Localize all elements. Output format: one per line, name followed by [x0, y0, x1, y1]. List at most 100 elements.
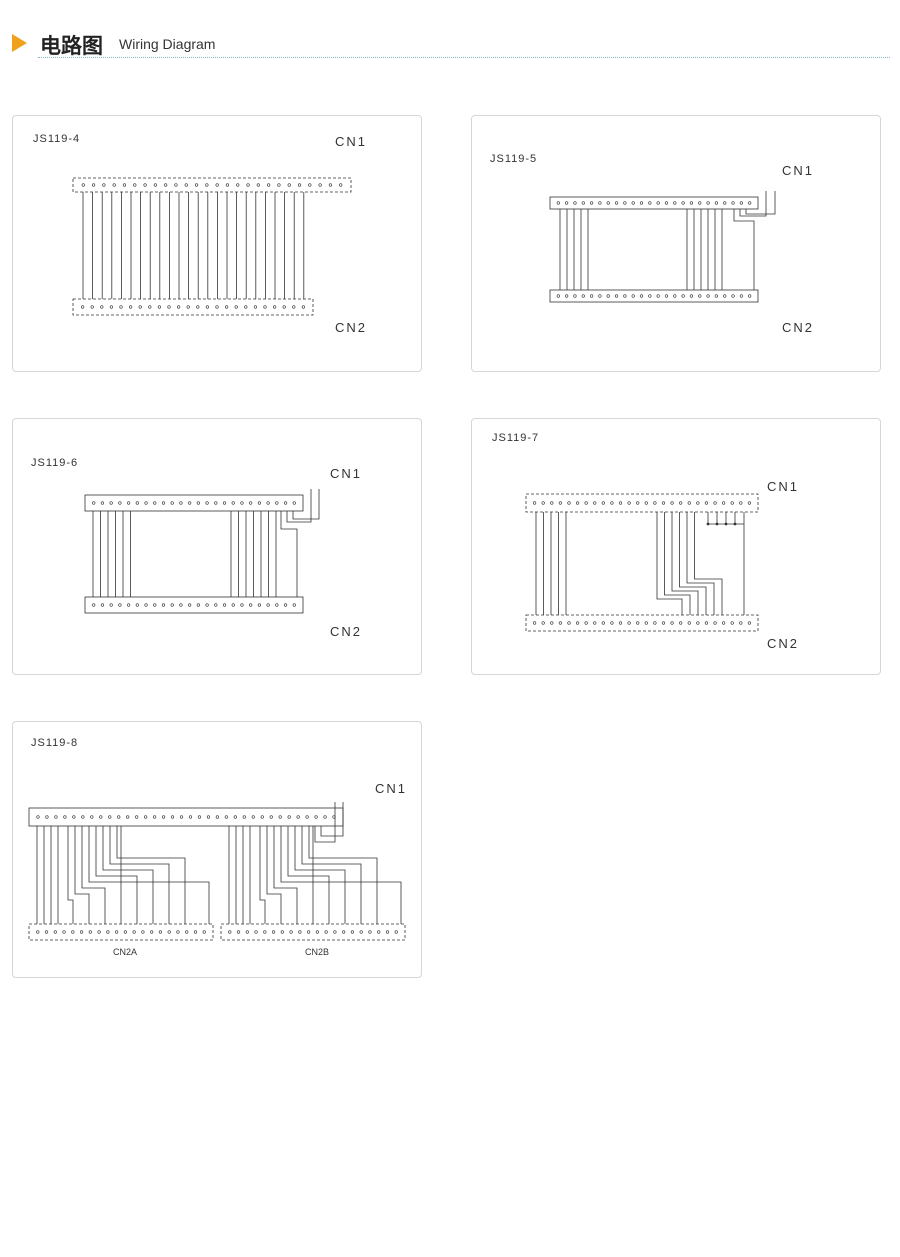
connector-pin — [318, 183, 322, 187]
cn2-label: CN2 — [767, 636, 800, 651]
connector-pin — [100, 501, 105, 505]
connector-pin — [205, 305, 209, 309]
connector-pin — [205, 501, 209, 505]
connector-body — [549, 289, 759, 303]
connector-pin — [118, 603, 122, 607]
connector-pin — [614, 201, 619, 205]
connector-pin — [275, 501, 279, 505]
connector-pin — [618, 501, 623, 505]
connector-pin — [231, 501, 235, 505]
connector-pin — [722, 621, 726, 625]
connector-pin — [575, 621, 580, 625]
connector-pin — [377, 930, 381, 934]
connector-pin — [106, 930, 110, 934]
connector-pin — [109, 501, 113, 505]
connector-pin — [305, 815, 309, 819]
connector-pin — [631, 294, 635, 298]
connector-pin — [214, 501, 218, 505]
connector-pin — [532, 501, 537, 505]
connector-pin — [670, 501, 674, 505]
connector-pin — [157, 305, 161, 309]
wiring-diagram-js119-7 — [525, 493, 759, 632]
connector-pin — [44, 930, 49, 934]
connector-pin — [739, 621, 743, 625]
connector-pin — [133, 183, 137, 187]
connector-pin — [202, 930, 206, 934]
connector-pin — [80, 305, 85, 309]
connector-pin — [656, 294, 660, 298]
connector-pin — [81, 183, 85, 187]
connector-pin — [593, 621, 597, 625]
wire — [109, 826, 170, 924]
connector-pin — [117, 815, 121, 819]
connector-pin — [92, 603, 96, 607]
connector-pin — [36, 815, 40, 819]
connector-pin — [339, 183, 343, 187]
connector-pin — [118, 501, 122, 505]
connector-pin — [153, 815, 157, 819]
wiring-diagram-js119-4 — [72, 177, 352, 316]
connector-pin — [266, 501, 270, 505]
connector-pin — [115, 930, 119, 934]
connector-pin — [108, 815, 112, 819]
connector-pin — [584, 621, 588, 625]
wire — [273, 826, 298, 924]
wire — [308, 826, 378, 924]
connector-pin — [681, 294, 685, 298]
connector-pin — [573, 294, 577, 298]
connector-body — [525, 614, 759, 632]
connector-pin — [196, 603, 200, 607]
connector-pin — [679, 501, 683, 505]
connector-pin — [102, 183, 106, 187]
connector-pin — [661, 621, 666, 625]
connector-pin — [138, 305, 142, 309]
connector-pin — [205, 183, 209, 187]
connector-pin — [636, 621, 640, 625]
connector-pin — [206, 815, 211, 819]
connector-pin — [271, 930, 276, 934]
connector-pin — [275, 603, 279, 607]
connector-pin — [143, 183, 147, 187]
connector-pin — [296, 815, 300, 819]
connector-pin — [179, 815, 184, 819]
connector-pin — [233, 815, 237, 819]
connector-pin — [231, 603, 235, 607]
connector-pin — [244, 305, 248, 309]
connector-pin — [236, 183, 240, 187]
connector-pin — [126, 815, 130, 819]
connector-pin — [385, 930, 390, 934]
connector-pin — [714, 201, 718, 205]
connector-pin — [631, 201, 635, 205]
wiring-diagram-js119-6 — [84, 489, 320, 614]
connector-pin — [664, 201, 669, 205]
wire — [120, 826, 210, 924]
connector-pin — [184, 183, 188, 187]
connector-pin — [242, 815, 246, 819]
connector-pin — [706, 201, 710, 205]
page-title-en: Wiring Diagram — [119, 36, 216, 52]
connector-pin — [249, 603, 253, 607]
connector-pin — [79, 930, 84, 934]
connector-pin — [196, 305, 200, 309]
connector-pin — [188, 603, 192, 607]
connector-pin — [601, 501, 605, 505]
connector-pin — [713, 621, 717, 625]
wire — [88, 826, 122, 924]
connector-pin — [92, 501, 96, 505]
cn1-label: CN1 — [782, 163, 815, 178]
connector-pin — [314, 815, 318, 819]
connector-pin — [161, 815, 166, 819]
connector-pin — [706, 294, 710, 298]
cn1-label: CN1 — [335, 134, 368, 149]
cn1-label: CN1 — [767, 479, 800, 494]
connector-pin — [170, 603, 174, 607]
cn2b-label: CN2B — [305, 947, 330, 957]
connector-pin — [598, 201, 602, 205]
connector-pin — [240, 603, 244, 607]
connector-pin — [581, 201, 585, 205]
connector-pin — [132, 930, 136, 934]
connector-pin — [287, 815, 291, 819]
connector-pin — [135, 815, 139, 819]
connector-pin — [575, 501, 580, 505]
connector-pin — [109, 603, 113, 607]
